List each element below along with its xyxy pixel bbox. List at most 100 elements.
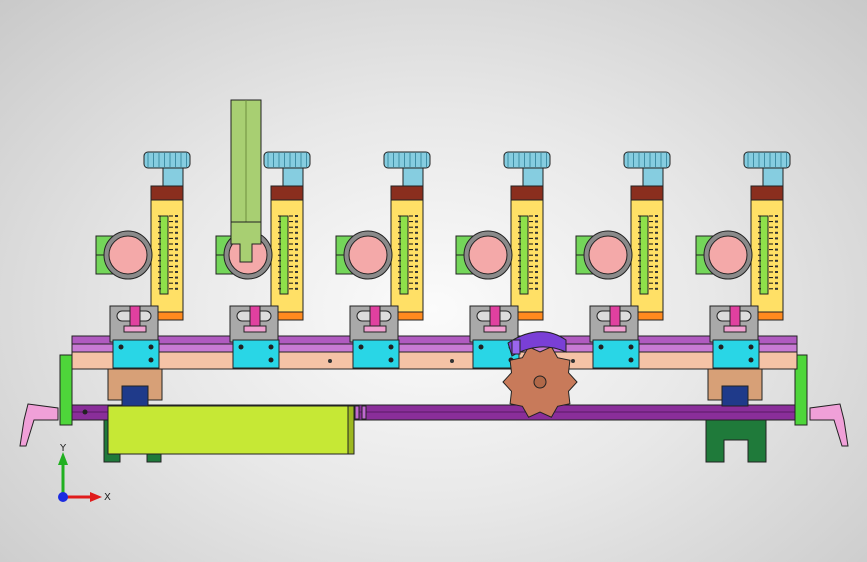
dial-digit — [775, 259, 778, 262]
dial-digit — [415, 271, 418, 273]
dial-digit — [175, 248, 178, 251]
pin — [369, 305, 381, 329]
dial-digit — [535, 243, 538, 245]
dial-digit — [655, 243, 658, 245]
beam-hole — [328, 359, 332, 363]
dial-digit — [295, 226, 298, 229]
knob-head — [743, 151, 791, 169]
dial-digit — [175, 276, 178, 279]
dial-digit — [535, 276, 538, 279]
dial-cap — [750, 185, 784, 201]
dial-digit — [415, 276, 418, 279]
cyan-bolt — [118, 344, 124, 350]
pin — [489, 305, 501, 329]
station-5 — [575, 151, 671, 369]
knob-stem — [642, 167, 664, 187]
pin-foot — [723, 325, 747, 333]
dial-digit — [415, 220, 418, 223]
pin — [249, 305, 261, 329]
dial-digit — [775, 282, 778, 285]
right-hand — [809, 403, 849, 447]
dial-digit — [775, 254, 778, 257]
pin-foot — [243, 325, 267, 333]
dial-digit — [655, 259, 658, 262]
cyan-block — [352, 339, 400, 369]
knob-head — [263, 151, 311, 169]
dial-slider — [759, 215, 769, 295]
cyan-bolt — [628, 344, 634, 350]
dial-digit — [295, 282, 298, 285]
cyan-bolt — [628, 357, 634, 363]
dial-digit — [295, 215, 298, 217]
dial-digit — [295, 248, 298, 251]
rail-mark-a — [354, 405, 360, 420]
dial-digit — [295, 237, 298, 240]
station-1 — [95, 151, 191, 369]
dial-cap — [150, 185, 184, 201]
knob-head — [143, 151, 191, 169]
dial-digit — [175, 226, 178, 229]
dial-digit — [655, 237, 658, 240]
cyan-bolt — [268, 344, 274, 350]
mid-strip — [71, 343, 798, 353]
cyan-bolt — [748, 357, 754, 363]
dial-digit — [775, 215, 778, 217]
cyan-block — [592, 339, 640, 369]
dial-digit — [415, 243, 418, 245]
right-upright — [794, 354, 808, 426]
roller-face — [468, 235, 508, 275]
dial-digit — [175, 231, 178, 234]
cyan-bolt — [238, 344, 244, 350]
dial-digit — [535, 231, 538, 234]
dial-digit — [775, 271, 778, 273]
pin-foot — [123, 325, 147, 333]
dial-digit — [535, 248, 538, 251]
dial-digit — [655, 248, 658, 251]
dial-digit — [175, 237, 178, 240]
dial-digit — [535, 226, 538, 229]
dial-digit — [175, 243, 178, 245]
pin — [609, 305, 621, 329]
roller-face — [708, 235, 748, 275]
knob-head — [503, 151, 551, 169]
dial-digit — [535, 237, 538, 240]
dial-digit — [775, 276, 778, 279]
dial-digit — [415, 231, 418, 234]
dial-digit — [655, 271, 658, 273]
dial-digit — [775, 226, 778, 229]
dial-digit — [295, 259, 298, 262]
dial-digit — [175, 265, 178, 268]
dial-digit — [415, 215, 418, 217]
main-beam — [71, 351, 798, 370]
dial-digit — [655, 215, 658, 217]
cyan-bolt — [148, 357, 154, 363]
dial-digit — [535, 282, 538, 285]
right-foot — [705, 417, 767, 463]
cyan-bolt — [148, 344, 154, 350]
coordinate-triad: Y X — [58, 443, 111, 503]
dial-digit — [415, 248, 418, 251]
dial-digit — [775, 231, 778, 234]
roller-face — [348, 235, 388, 275]
dial-digit — [175, 254, 178, 257]
dial-digit — [655, 254, 658, 257]
dial-digit — [775, 220, 778, 223]
cyan-block — [112, 339, 160, 369]
dial-digit — [535, 220, 538, 223]
beam-hole — [450, 359, 454, 363]
dial-digit — [415, 254, 418, 257]
dial-digit — [655, 226, 658, 229]
station-2 — [215, 151, 311, 369]
triad-x-label: X — [104, 492, 111, 503]
dial-digit — [775, 287, 778, 290]
triad-y-label: Y — [59, 443, 67, 454]
dial-digit — [175, 220, 178, 223]
dial-digit — [655, 220, 658, 223]
dial-slider — [279, 215, 289, 295]
knob-head — [623, 151, 671, 169]
lime-plate — [107, 405, 349, 455]
rail-bolt — [82, 409, 88, 415]
dial-slider — [519, 215, 529, 295]
